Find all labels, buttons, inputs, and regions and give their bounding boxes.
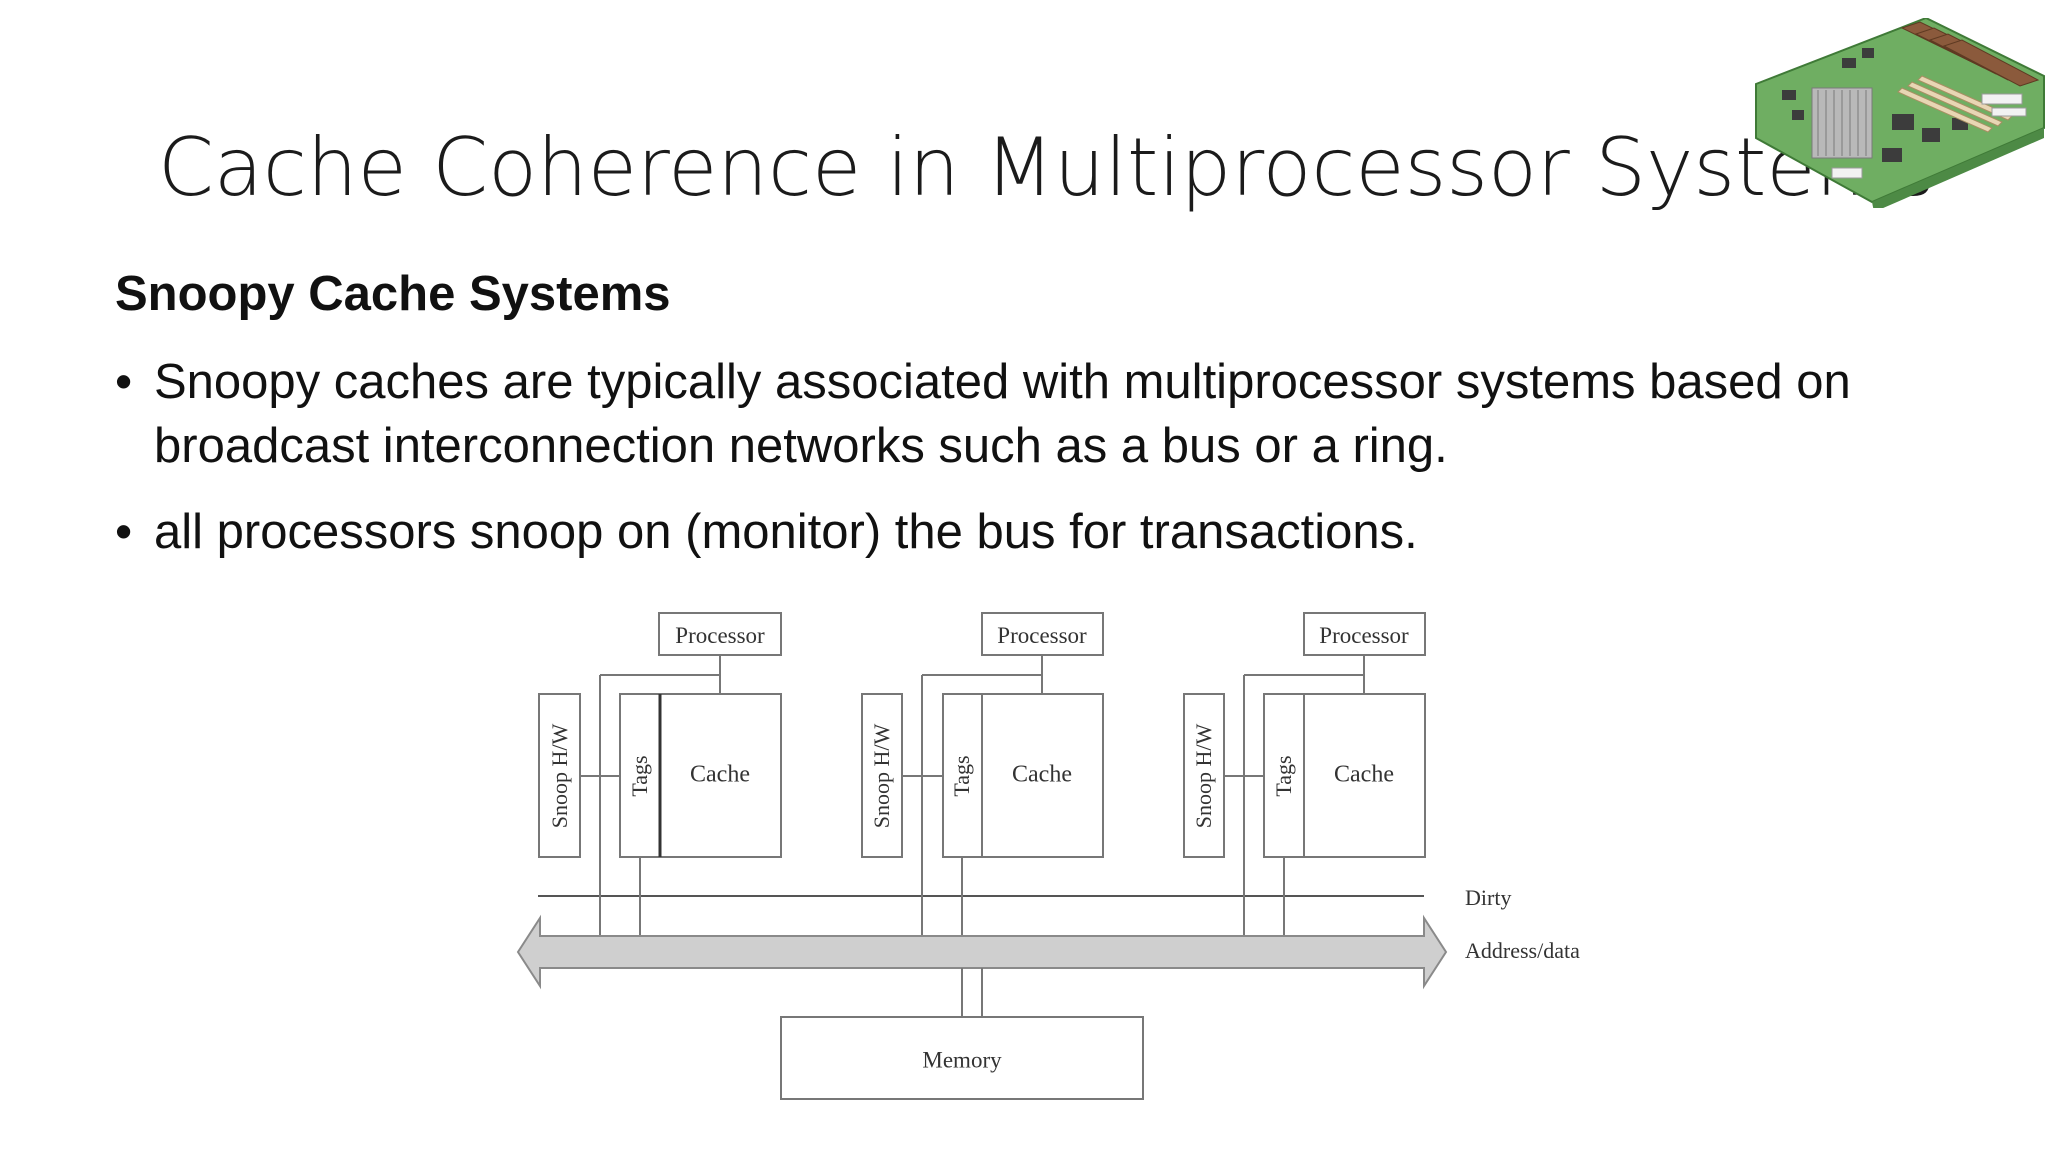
- processor-node: Processor Snoop H/W Tags Cache: [861, 612, 1104, 936]
- bullet-item: • all processors snoop on (monitor) the …: [115, 500, 1875, 564]
- motherboard-icon: [1755, 18, 2045, 208]
- snoop-hw-box: [1183, 693, 1225, 858]
- snoop-hw-label: Snoop H/W: [547, 724, 572, 829]
- cache-box: [659, 693, 782, 858]
- bullet-list: • Snoopy caches are typically associated…: [115, 350, 1875, 586]
- tags-label: Tags: [949, 755, 974, 796]
- processor-label: Processor: [997, 623, 1087, 648]
- snoop-hw-label: Snoop H/W: [1191, 724, 1216, 829]
- snoop-hw-label: Snoop H/W: [869, 724, 894, 829]
- tags-box: [942, 693, 983, 858]
- tags-label: Tags: [1271, 755, 1296, 796]
- processor-box: [981, 612, 1104, 656]
- processor-label: Processor: [675, 623, 765, 648]
- cache-label: Cache: [1334, 762, 1394, 788]
- dirty-label: Dirty: [1465, 885, 1511, 910]
- snoop-hw-box: [861, 693, 903, 858]
- cache-label: Cache: [1012, 762, 1072, 788]
- address-data-label: Address/data: [1465, 938, 1580, 963]
- bullet-text: all processors snoop on (monitor) the bu…: [154, 505, 1418, 559]
- processor-node: Processor Snoop H/W Tags Cache: [538, 612, 782, 936]
- cache-label: Cache: [690, 762, 750, 788]
- bullet-marker: •: [115, 355, 133, 409]
- memory-label: Memory: [922, 1047, 1002, 1072]
- tags-label: Tags: [627, 755, 652, 796]
- snoop-hw-box: [538, 693, 581, 858]
- processor-node: Processor Snoop H/W Tags Cache: [1183, 612, 1426, 936]
- processor-label: Processor: [1319, 623, 1409, 648]
- section-heading: Snoopy Cache Systems: [115, 267, 671, 321]
- memory-box: [780, 1016, 1144, 1100]
- address-data-bus: [516, 914, 1448, 990]
- slide-title: Cache Coherence in Multiprocessor System…: [158, 121, 1936, 214]
- bullet-item: • Snoopy caches are typically associated…: [115, 350, 1875, 478]
- bullet-marker: •: [115, 505, 133, 559]
- cache-box: [1303, 693, 1426, 858]
- bullet-text: Snoopy caches are typically associated w…: [154, 355, 1851, 473]
- processor-box: [658, 612, 782, 656]
- cache-box: [981, 693, 1104, 858]
